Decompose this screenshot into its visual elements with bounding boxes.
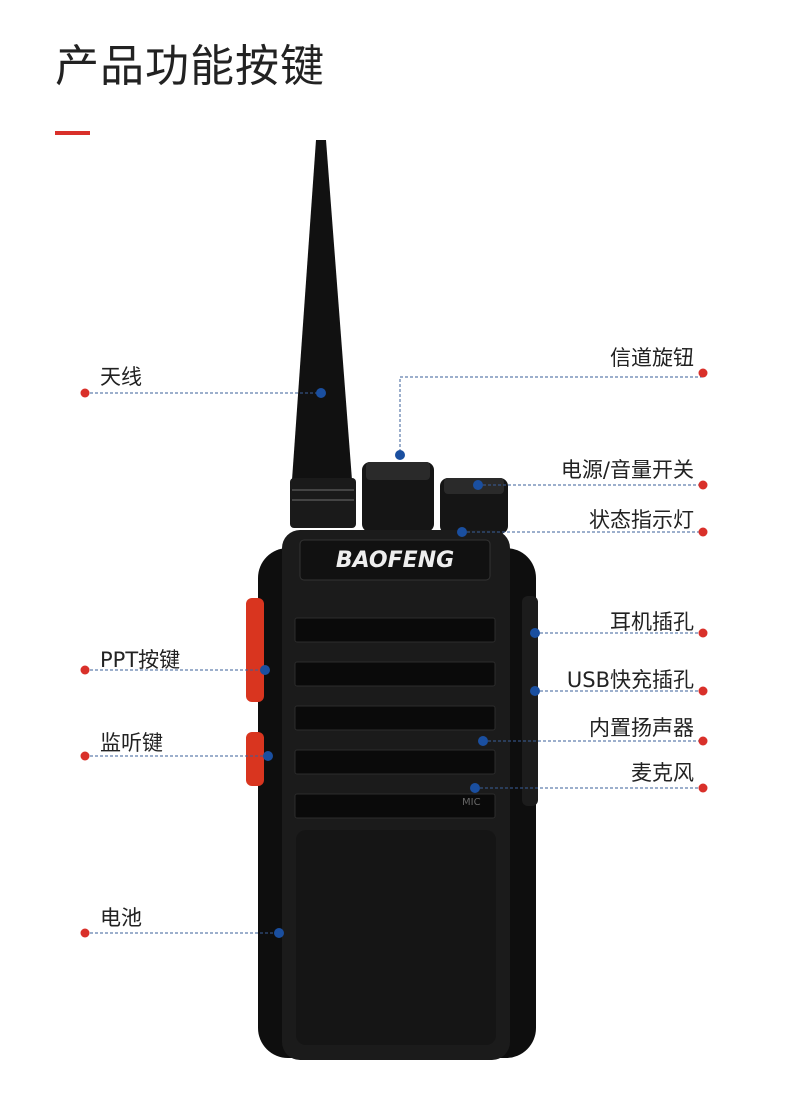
title-underline xyxy=(55,131,90,135)
callout-battery: 电池 xyxy=(100,906,142,930)
brand-logo: BAOFENG xyxy=(336,548,454,573)
ptt-button xyxy=(246,598,264,702)
monitor-button xyxy=(246,732,264,786)
callout-channel-knob: 信道旋钮 xyxy=(610,346,694,370)
callout-antenna: 天线 xyxy=(100,365,142,389)
leader-lines xyxy=(85,376,703,934)
callout-speaker: 内置扬声器 xyxy=(589,716,694,740)
radio-body: BAOFENG MIC xyxy=(246,530,538,1060)
page-title: 产品功能按键 xyxy=(55,41,325,92)
blue-pointers xyxy=(260,388,540,938)
callout-ptt-button: PPT按键 xyxy=(100,648,181,672)
callout-monitor-key: 监听键 xyxy=(100,731,163,755)
callout-microphone: 麦克风 xyxy=(631,761,694,785)
callout-status-led: 状态指示灯 xyxy=(589,508,694,532)
callout-power-volume: 电源/音量开关 xyxy=(560,458,694,482)
antenna xyxy=(290,140,356,528)
channel-knob xyxy=(362,462,434,532)
mic-marking: MIC xyxy=(462,797,481,808)
red-endpoints xyxy=(80,368,708,938)
callout-usb-port: USB快充插孔 xyxy=(566,668,694,692)
callout-earphone-jack: 耳机插孔 xyxy=(610,610,694,634)
